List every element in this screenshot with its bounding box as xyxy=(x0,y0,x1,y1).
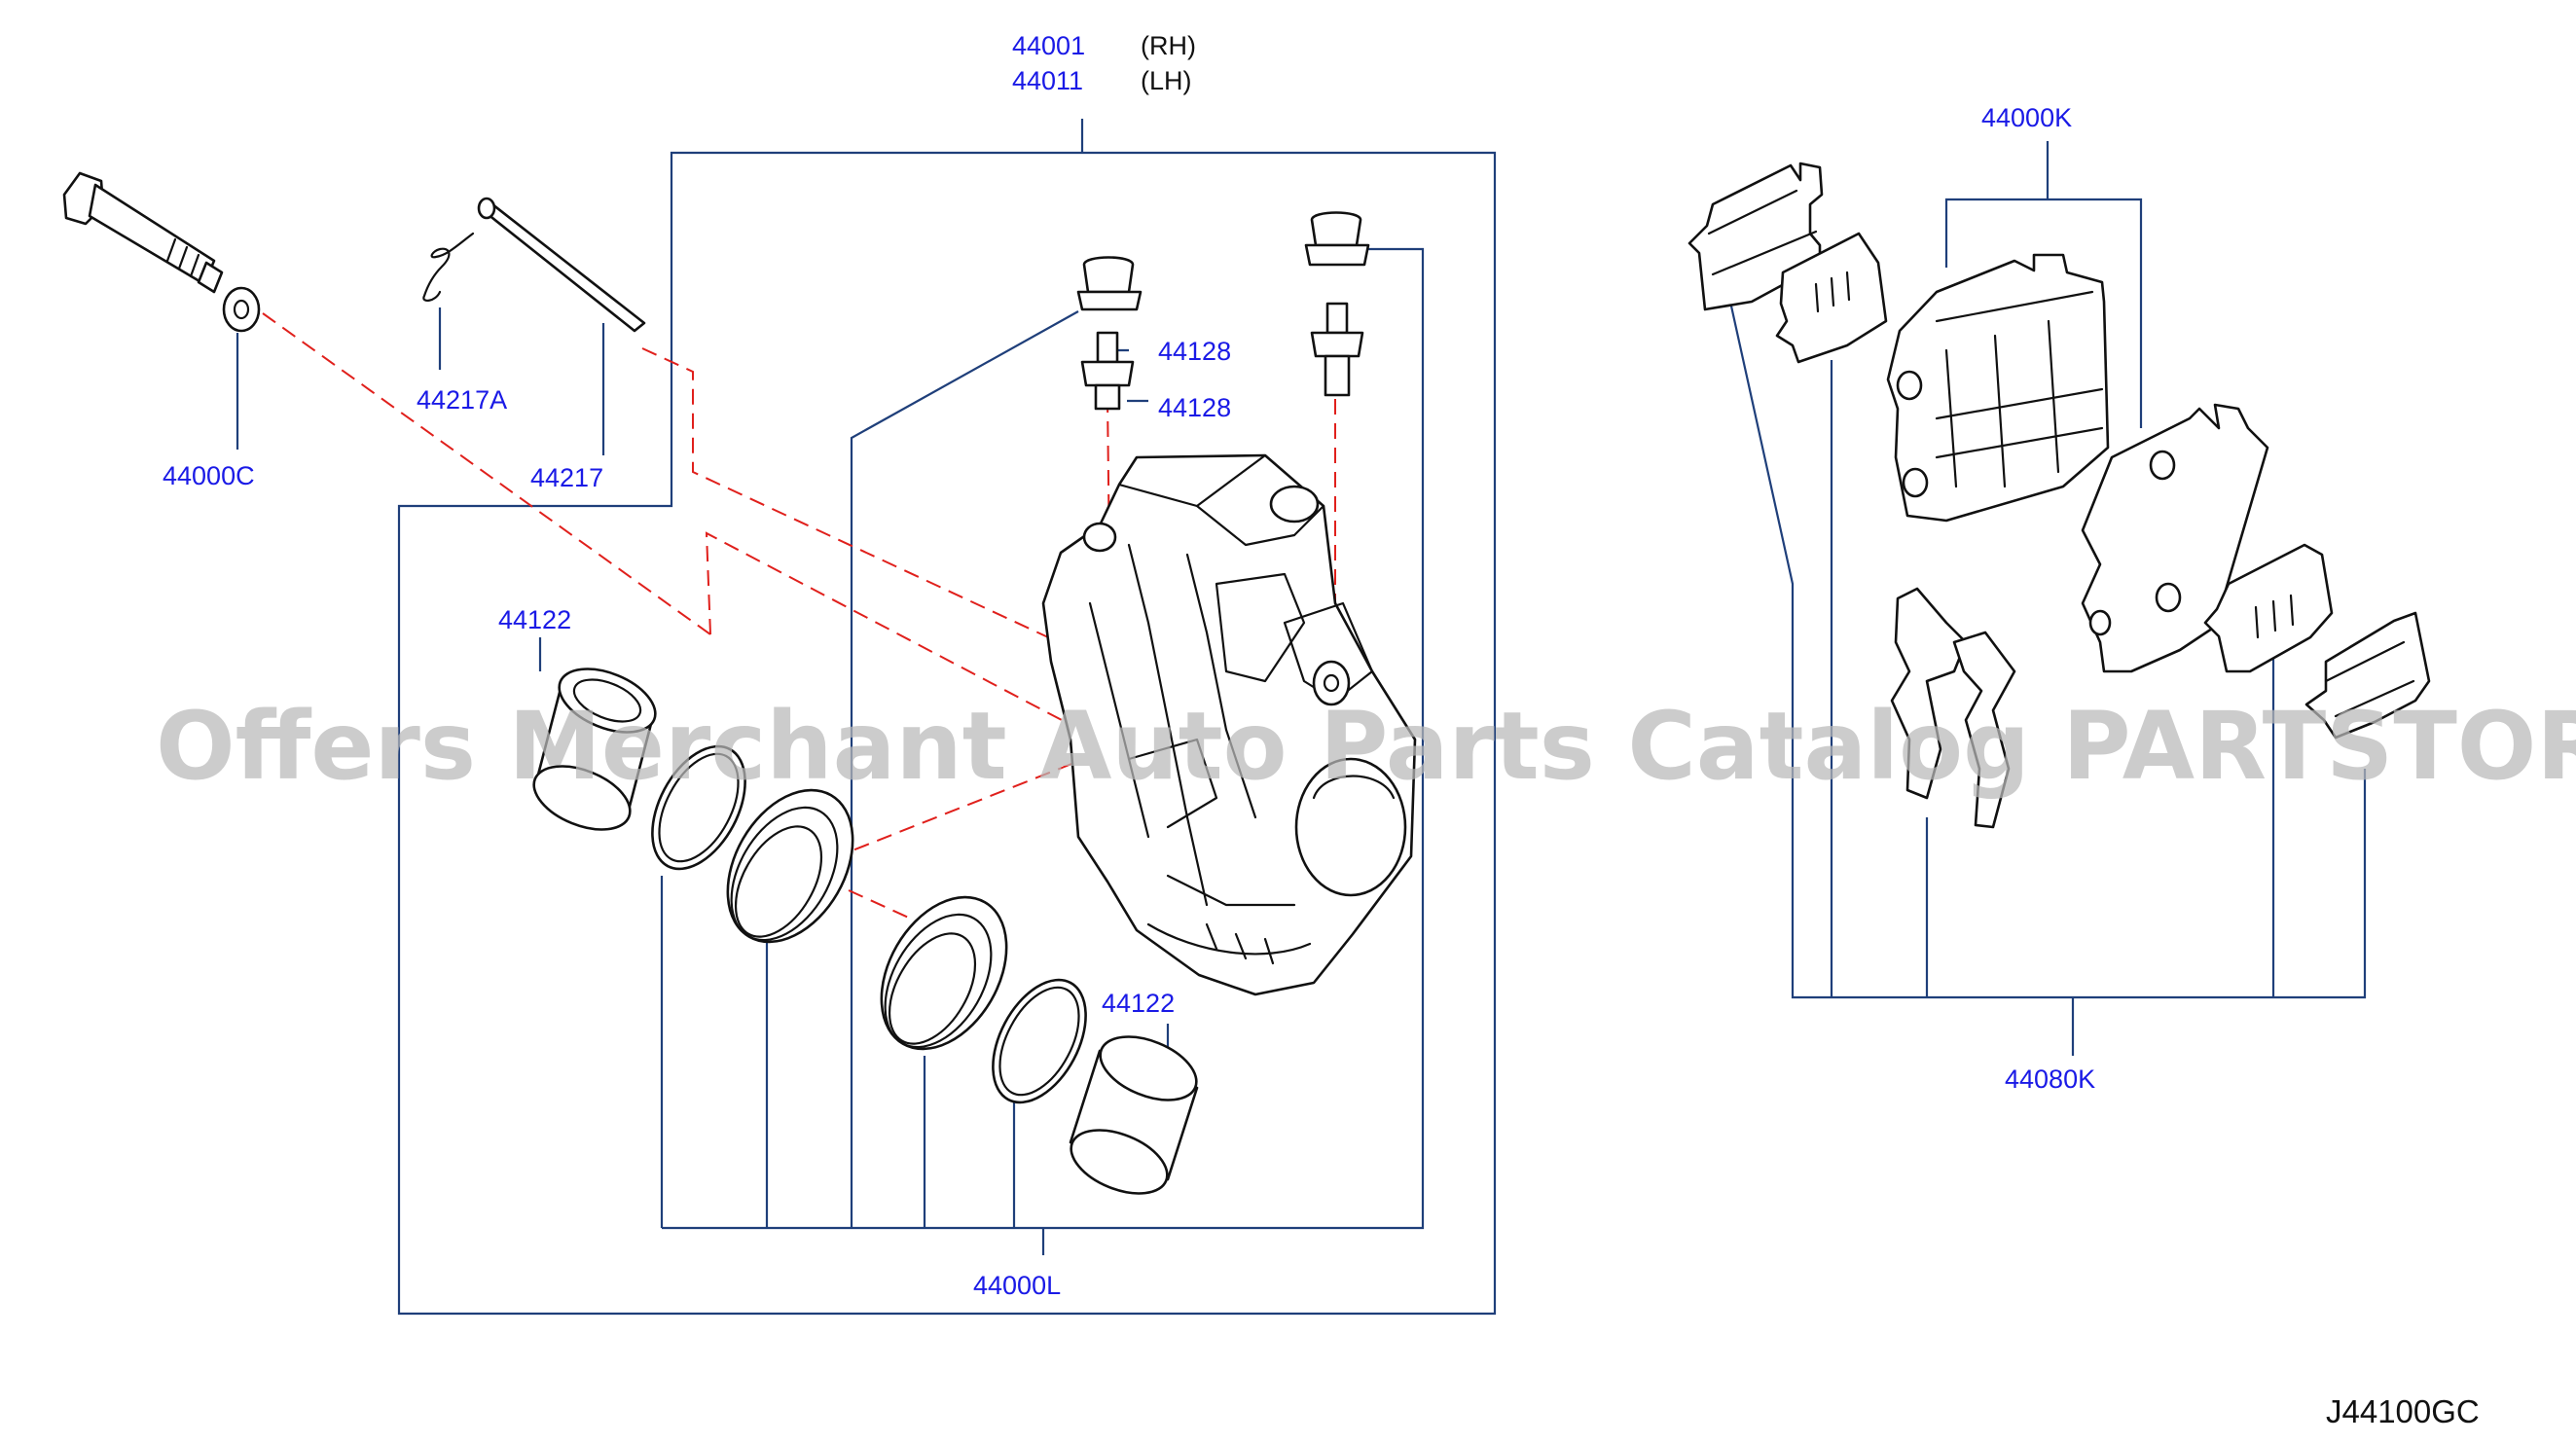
piston-icon xyxy=(1069,1035,1199,1195)
label-44217a[interactable]: 44217A xyxy=(417,385,507,415)
shim-icon xyxy=(2203,543,2334,673)
brake-caliper-icon xyxy=(1041,453,1417,996)
bleeder-cap-icon xyxy=(1076,256,1143,311)
piston-boot-icon xyxy=(726,788,854,944)
label-44217[interactable]: 44217 xyxy=(530,463,603,492)
pad-spring-icon xyxy=(1890,587,2016,829)
caliper-pin-icon xyxy=(477,197,646,333)
label-44000l[interactable]: 44000L xyxy=(973,1271,1061,1300)
label-44000k[interactable]: 44000K xyxy=(1981,103,2072,132)
leader-lines xyxy=(236,119,2367,1316)
seal-ring-icon xyxy=(651,744,746,871)
label-44000c[interactable]: 44000C xyxy=(163,461,255,490)
label-44001[interactable]: 44001 xyxy=(1012,31,1085,60)
piston-icon xyxy=(532,668,657,831)
label-rh: (RH) xyxy=(1141,31,1196,60)
washer-icon xyxy=(222,286,261,333)
diagram-code: J44100GC xyxy=(2326,1393,2480,1429)
label-lh: (LH) xyxy=(1141,66,1192,95)
piston-boot-icon xyxy=(880,895,1008,1051)
bleeder-cap-icon xyxy=(1304,211,1370,267)
bolt-icon xyxy=(62,171,224,294)
bleeder-screw-icon xyxy=(1310,302,1364,397)
spring-clip-icon xyxy=(422,232,475,302)
shim-icon xyxy=(2304,611,2431,740)
seal-ring-icon xyxy=(992,978,1087,1104)
label-44122-upper[interactable]: 44122 xyxy=(498,605,571,634)
brake-pad-icon xyxy=(1886,253,2110,523)
part-labels: 44001 (RH) 44011 (LH) 44000C 44217A 4421… xyxy=(163,31,2095,1300)
label-44128-lower[interactable]: 44128 xyxy=(1158,393,1231,422)
bleeder-screw-icon xyxy=(1080,331,1135,411)
shim-icon xyxy=(1775,232,1888,364)
label-44128-upper[interactable]: 44128 xyxy=(1158,337,1231,366)
label-44122-lower[interactable]: 44122 xyxy=(1102,989,1175,1018)
label-44080k[interactable]: 44080K xyxy=(2005,1065,2095,1094)
label-44011[interactable]: 44011 xyxy=(1012,66,1083,95)
watermark: Offers Merchant Auto Parts Catalog PARTS… xyxy=(156,692,2576,801)
